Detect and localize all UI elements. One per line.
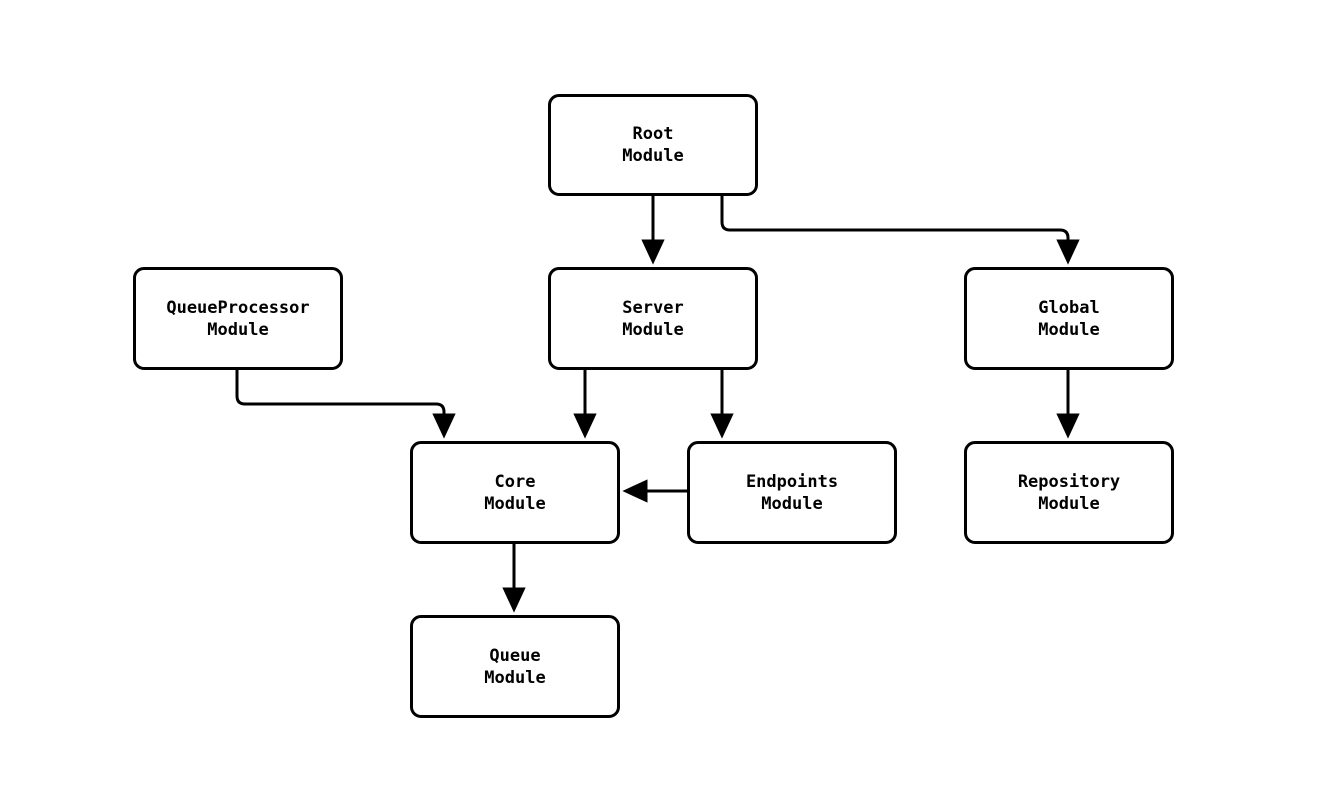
node-server-module[interactable]: Server Module: [548, 267, 758, 370]
node-label-line2: Module: [484, 667, 546, 688]
node-label-line1: Endpoints: [745, 471, 839, 492]
node-core-module[interactable]: Core Module: [410, 441, 620, 544]
node-label-line2: Module: [1038, 493, 1100, 514]
node-label-line1: Root: [632, 124, 674, 144]
node-label-line2: Module: [207, 319, 269, 340]
node-label-line1: QueueProcessor: [166, 297, 310, 318]
node-label-line1: Global: [1038, 297, 1100, 318]
edge-root-to-global: [720, 196, 1080, 265]
node-label-line2: Module: [761, 493, 823, 514]
edge-queueprocessor-to-core: [235, 370, 456, 439]
node-label-line2: Module: [1038, 319, 1100, 340]
node-label-line2: Module: [622, 146, 684, 166]
node-root-module[interactable]: Root Module: [548, 94, 758, 196]
node-endpoints-module[interactable]: Endpoints Module: [687, 441, 897, 544]
node-queue-module[interactable]: Queue Module: [410, 615, 620, 718]
node-repository-module[interactable]: Repository Module: [964, 441, 1174, 544]
node-label-line2: Module: [484, 493, 546, 514]
node-global-module[interactable]: Global Module: [964, 267, 1174, 370]
node-label-line1: Core: [494, 471, 536, 492]
node-queueprocessor-module[interactable]: QueueProcessor Module: [133, 267, 343, 370]
node-label-line1: Repository: [1017, 471, 1121, 492]
node-label-line1: Server: [622, 297, 684, 318]
node-label-line2: Module: [622, 319, 684, 340]
node-label-line1: Queue: [489, 645, 541, 666]
